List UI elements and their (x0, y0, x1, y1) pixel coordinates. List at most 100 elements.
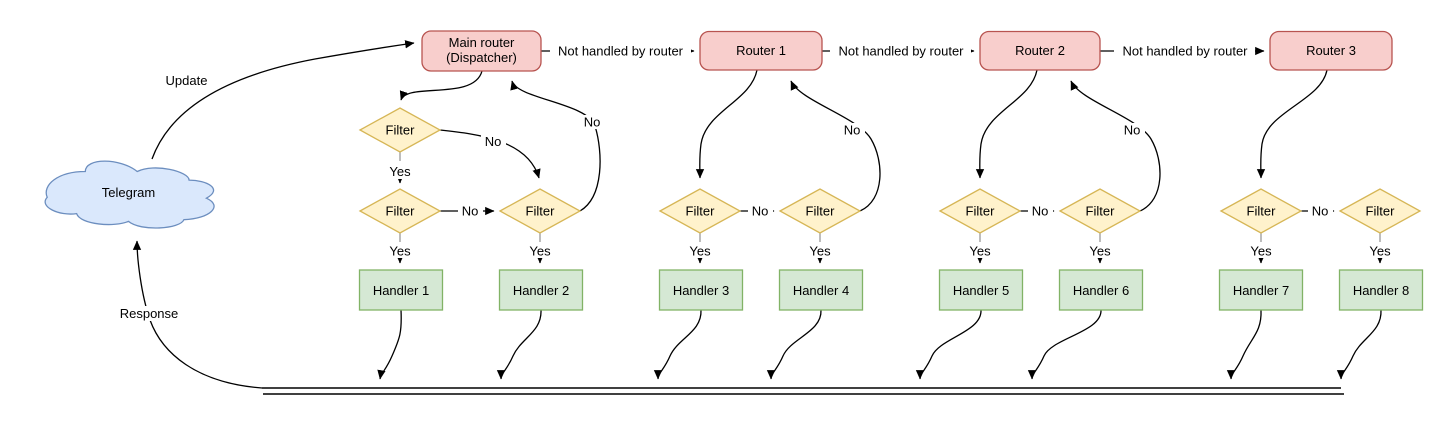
not-handled-label-1: Not handled by router (550, 44, 691, 59)
filter-2-diamond (358, 188, 442, 234)
handler-4-box (778, 269, 864, 311)
handler-8-node: Handler 8 (1338, 269, 1424, 311)
router-3-box (1269, 30, 1393, 71)
handler1-yes-label: Yes (387, 244, 413, 259)
filter-6-label: Filter (966, 204, 996, 219)
handler-2-node: Handler 2 (498, 269, 584, 311)
filter1-yes-label: Yes (387, 164, 413, 179)
router-2-node: Router 2 (979, 30, 1101, 71)
handler-1-box (358, 269, 444, 311)
not-handled-label-2-text: Not handled by router (838, 44, 964, 59)
handler2-out-arrow (496, 309, 542, 380)
main-router-label-line2: (Dispatcher) (446, 50, 517, 65)
pair1-no-label: No (458, 203, 483, 219)
handler6-yes-label-text: Yes (1089, 244, 1111, 259)
handler5-yes-label-bg (967, 244, 993, 258)
router2-no-return-arrow (1070, 80, 1161, 212)
handler6-yes-label-bg (1087, 244, 1113, 258)
main-router-node: Main router (Dispatcher) (421, 30, 542, 72)
pair3-no-label-bg (1028, 203, 1053, 218)
router2-no-label-text: No (1124, 123, 1141, 138)
handler7-yes-label: Yes (1248, 244, 1274, 259)
main-router-box (421, 30, 542, 72)
update-arrow (151, 40, 415, 160)
handler3-yes-label-text: Yes (689, 244, 711, 259)
filter-1-diamond (358, 107, 442, 153)
main-router-label-line1: Main router (449, 35, 515, 50)
handler2-yes-label-bg (527, 244, 553, 258)
pair2-no-label-bg (748, 203, 773, 218)
handler-6-label: Handler 6 (1073, 283, 1129, 298)
handler-7-box (1218, 269, 1304, 311)
filter-node-2: Filter (358, 188, 442, 234)
filter1-no-label: No (481, 134, 506, 149)
filter-9-label: Filter (1366, 204, 1396, 219)
handler-3-node: Handler 3 (658, 269, 744, 311)
filter-node-7: Filter (1058, 188, 1142, 234)
handler1-out-arrow (377, 309, 402, 380)
router3-to-filter-arrow (1256, 69, 1328, 179)
filter3-no-label: No (580, 115, 605, 130)
not-handled-label-1-text: Not handled by router (558, 44, 684, 59)
telegram-label: Telegram (102, 185, 155, 200)
handler-3-label: Handler 3 (673, 283, 729, 298)
not-handled-label-3: Not handled by router (1114, 44, 1255, 59)
handler-5-node: Handler 5 (938, 269, 1024, 311)
pair3-no-label: No (1028, 203, 1053, 219)
pair2-no-label: No (748, 203, 773, 219)
update-label-bg (161, 73, 212, 88)
handler-5-label: Handler 5 (953, 283, 1009, 298)
router1-no-return-arrow (790, 80, 881, 212)
response-arrow (132, 240, 263, 389)
handler-4-node: Handler 4 (778, 269, 864, 311)
handler-5-box (938, 269, 1024, 311)
not-handled-label-1-bg (550, 44, 691, 59)
handler8-out-arrow (1336, 309, 1382, 380)
filter-2-label: Filter (386, 204, 416, 219)
filter-node-6: Filter (938, 188, 1022, 234)
handler3-yes-label: Yes (687, 244, 713, 259)
handler-8-label: Handler 8 (1353, 283, 1409, 298)
handler-6-box (1058, 269, 1144, 311)
filter-8-diamond (1219, 188, 1303, 234)
handler1-yes-label-text: Yes (389, 244, 411, 259)
filter-7-diamond (1058, 188, 1142, 234)
response-label: Response (117, 306, 181, 321)
filter-3-label: Filter (526, 204, 556, 219)
handler4-yes-label: Yes (807, 244, 833, 259)
handler-2-box (498, 269, 584, 311)
filter-7-label: Filter (1086, 204, 1116, 219)
filter-node-5: Filter (778, 188, 862, 234)
response-label-bg (117, 306, 181, 321)
pair4-no-label: No (1308, 203, 1333, 219)
handler6-yes-label: Yes (1087, 244, 1113, 259)
response-label-text: Response (120, 306, 179, 321)
handler7-out-arrow (1226, 309, 1262, 380)
handler-2-label: Handler 2 (513, 283, 569, 298)
handler2-yes-label-text: Yes (529, 244, 551, 259)
pair1-no-label-bg (458, 203, 483, 218)
handler7-yes-label-text: Yes (1250, 244, 1272, 259)
filter-5-diamond (778, 188, 862, 234)
router-2-box (979, 30, 1101, 71)
handler6-out-arrow (1027, 309, 1102, 380)
router-1-node: Router 1 (699, 30, 823, 71)
filter-node-9: Filter (1338, 188, 1422, 234)
filter3-no-return-arrow (510, 80, 601, 212)
router2-no-label: No (1120, 123, 1145, 138)
handler5-yes-label-text: Yes (969, 244, 991, 259)
update-label-text: Update (166, 73, 208, 88)
handler5-out-arrow (915, 309, 982, 380)
handler-8-box (1338, 269, 1424, 311)
main-router-to-filter-arrow (399, 70, 483, 101)
handler3-out-arrow (653, 309, 702, 380)
filter-5-label: Filter (806, 204, 836, 219)
filter-9-diamond (1338, 188, 1422, 234)
telegram-cloud (44, 160, 215, 229)
not-handled-label-2: Not handled by router (830, 44, 971, 59)
pair4-no-label-text: No (1312, 204, 1329, 219)
handler4-yes-label-text: Yes (809, 244, 831, 259)
handler8-yes-label-text: Yes (1369, 244, 1391, 259)
